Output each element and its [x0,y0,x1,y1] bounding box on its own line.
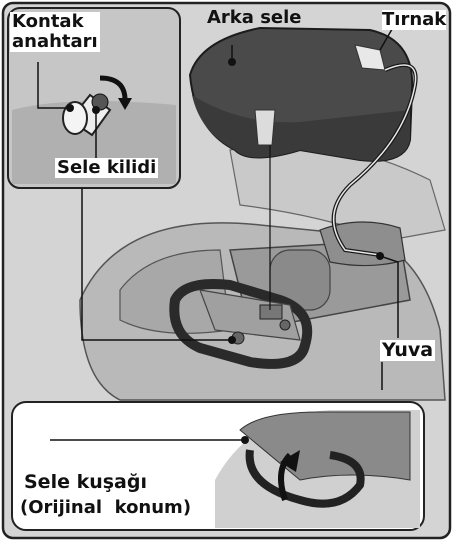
label-slot: Yuva [380,340,435,361]
rear-seat [190,28,412,161]
label-original-position: (Orijinal konum) [18,498,193,518]
label-hook: Tırnak [382,10,446,30]
label-seat-lock: Sele kilidi [55,158,158,178]
label-rear-seat: Arka sele [205,8,304,28]
label-ignition-key: Kontak anahtarı [10,12,100,52]
label-seat-strap: Sele kuşağı [22,472,149,493]
